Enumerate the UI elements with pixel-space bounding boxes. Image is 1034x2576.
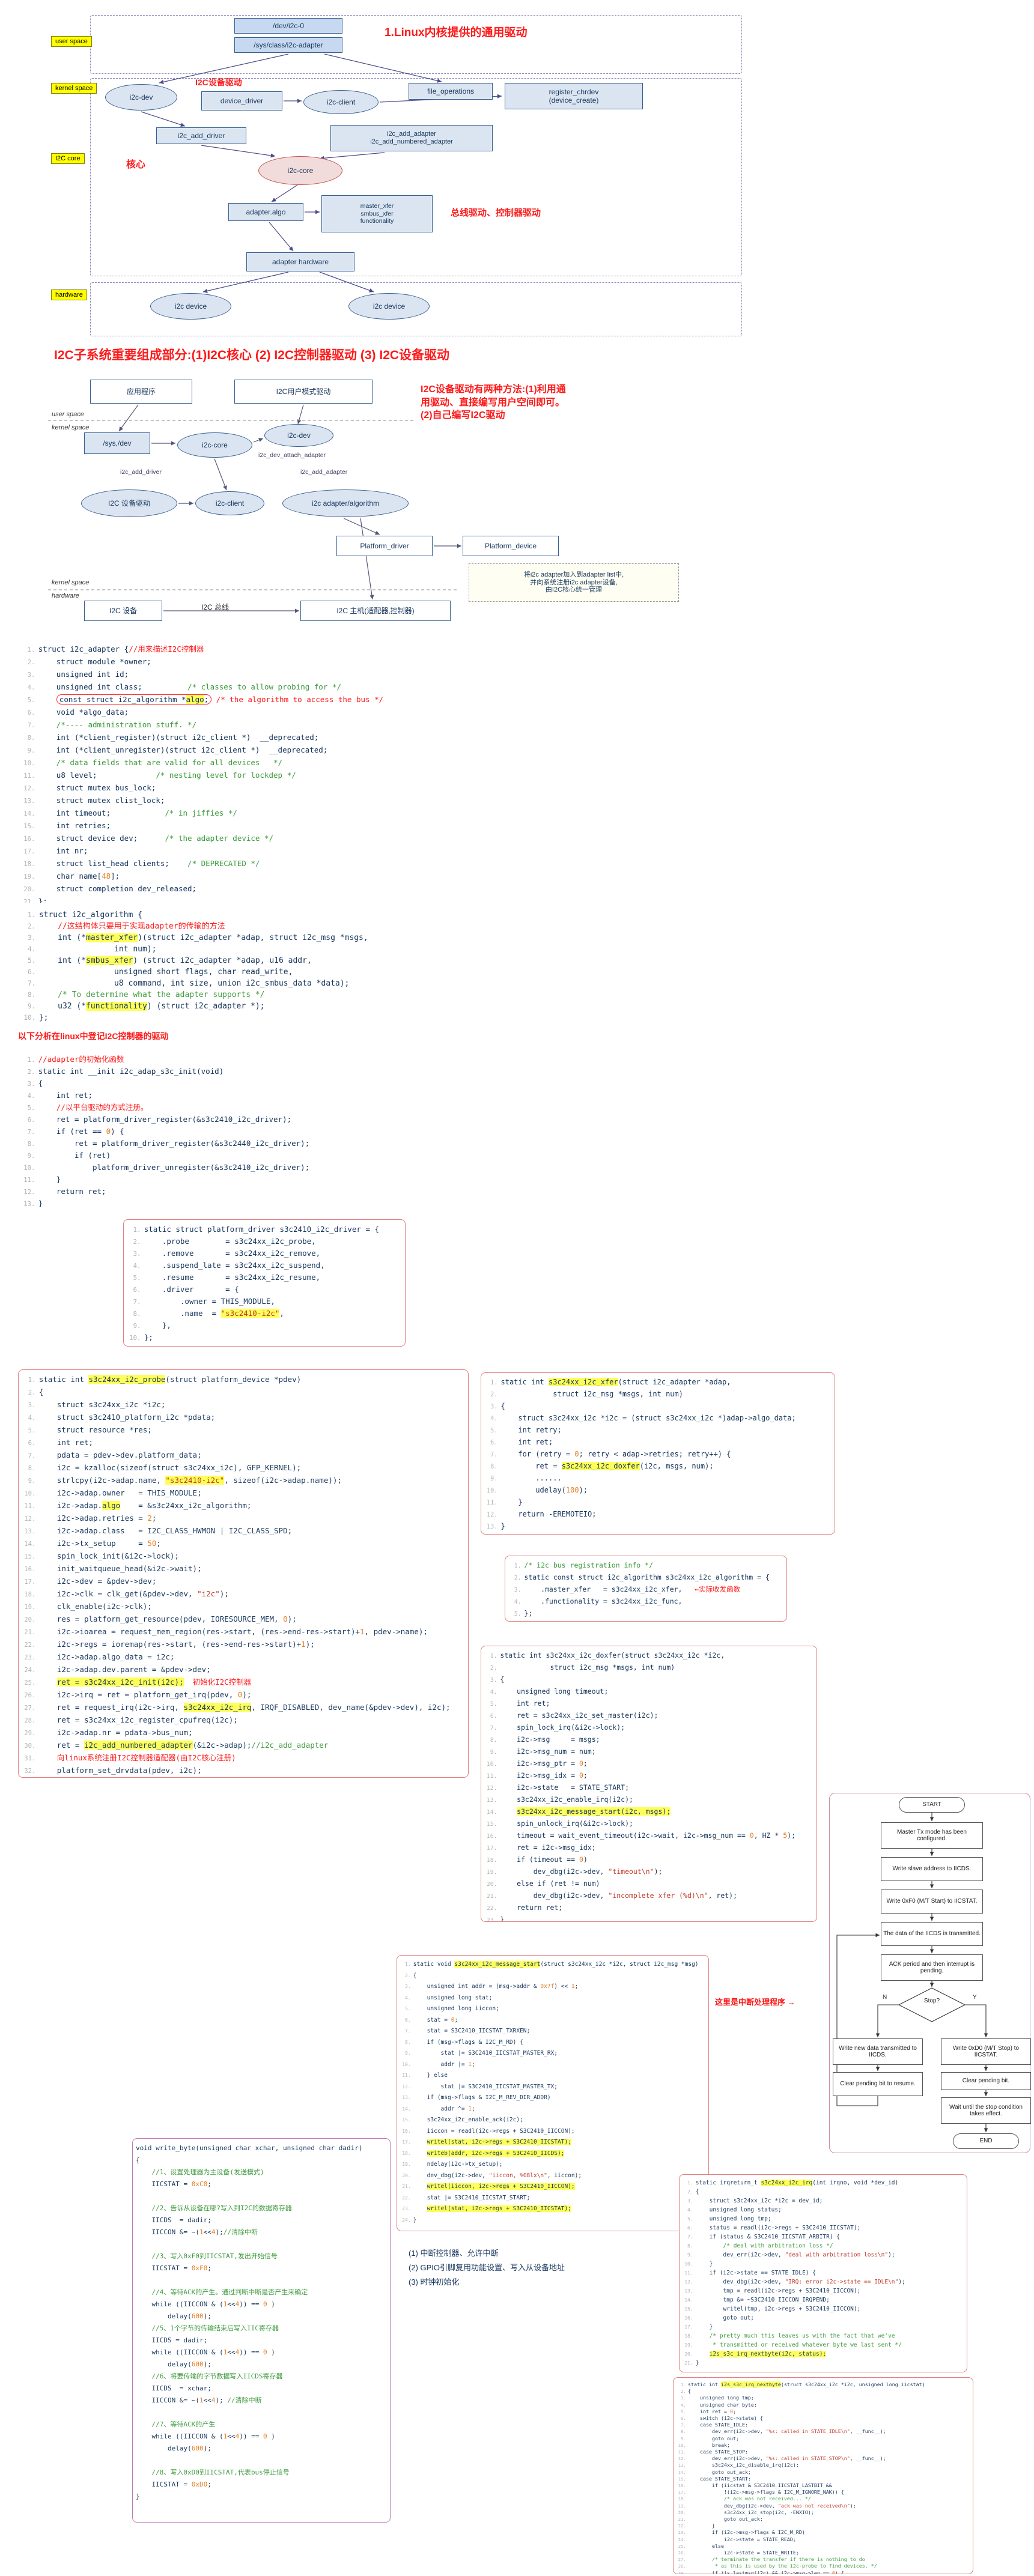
label-hardware: hardware: [52, 592, 79, 599]
annotation-generic-driver: 1.Linux内核提供的通用驱动: [385, 26, 528, 39]
tag-hardware: hardware: [51, 289, 87, 300]
i2c-client-ellipse: i2c-client: [303, 90, 379, 114]
label-i2c-add-adapter: i2c_add_adapter: [300, 468, 348, 476]
diagram1-caption: I2C子系统重要组成部分:(1)I2C核心 (2) I2C控制器驱动 (3) I…: [54, 348, 450, 362]
code-i2s-s3c-irq-nextbyte: 1.static int i2s_s3c_irq_nextbyte(struct…: [673, 2377, 973, 2574]
label-kernel-space-top: kernel space: [52, 424, 90, 431]
code-s3c24xx-i2c-probe: 1.static int s3c24xx_i2c_probe(struct pl…: [18, 1369, 469, 1778]
analysis-intro-line: 以下分析在linux中登记I2C控制器的驱动: [18, 1031, 169, 1041]
device-driver-ellipse: I2C 设备驱动: [81, 489, 177, 517]
pointer-arrow-icon: →: [787, 1998, 795, 2007]
interrupt-handler-note-text: 这里是中断处理程序: [715, 1998, 786, 2007]
message-start-notes: (1) 中断控制器、允许中断 (2) GPIO引脚复用功能设置、写入从设备地址 …: [409, 2246, 565, 2290]
adapter-algo-box: adapter.algo: [228, 203, 303, 221]
sys-dev-box: /sys,/dev: [84, 432, 150, 454]
annotation-device-driver: I2C设备驱动: [195, 77, 242, 87]
note-interrupt-controller: (1) 中断控制器、允许中断: [409, 2249, 499, 2258]
i2c-core-ellipse: i2c-core: [258, 156, 342, 185]
i2c-device-box: I2C 设备: [84, 601, 162, 621]
flow-clear-pending-resume: Clear pending bit to resume.: [833, 2072, 923, 2096]
i2c-add-adapter-box: i2c_add_adapter i2c_add_numbered_adapter: [330, 125, 493, 151]
flowchart-arrows: [836, 1813, 988, 2132]
i2c-client-ellipse-2: i2c-client: [195, 491, 264, 515]
note-clock-init: (3) 时钟初始化: [409, 2277, 460, 2287]
code-s3c24xx-i2c-irq: 1.static irqreturn_t s3c24xx_i2c_irq(int…: [679, 2174, 967, 2372]
label-i2c-dev-attach-adapter: i2c_dev_attach_adapter: [258, 452, 326, 459]
diagram-i2c-architecture: 应用程序 I2C用户模式驱动 I2C设备驱动有两种方法:(1)利用通 用驱动、直…: [48, 372, 757, 631]
flow-write-0xf0: Write 0xF0 (M/T Start) to IICSTAT.: [881, 1890, 983, 1914]
flow-write-0xd0-stop: Write 0xD0 (M/T Stop) to IICSTAT.: [941, 2038, 1031, 2065]
i2c-core-ellipse-2: i2c-core: [177, 432, 252, 458]
code-s3c24xx-i2c-message-start: 1.static void s3c24xx_i2c_message_start(…: [397, 1955, 709, 2231]
code-s3c24xx-i2c-xfer: 1.static int s3c24xx_i2c_xfer(struct i2c…: [481, 1372, 835, 1535]
file-operations-box: file_operations: [409, 83, 493, 100]
flow-write-slave-address: Write slave address to IICDS.: [881, 1857, 983, 1881]
user-mode-driver-box: I2C用户模式驱动: [234, 380, 373, 404]
diagram2-arrows: [48, 404, 461, 613]
diagram-i2c-subsystem: user space kernel space I2C core hardwar…: [48, 12, 745, 339]
hardware-region: [90, 282, 742, 336]
i2c-host-box: I2C 主机(适配器,控制器): [300, 601, 451, 621]
code-s3c24xx-i2c-doxfer: 1.static int s3c24xx_i2c_doxfer(struct s…: [481, 1646, 817, 1922]
register-chrdev-box: register_chrdev (device_create): [505, 83, 643, 109]
code-struct-i2c-algorithm: 1.struct i2c_algorithm {2. //这结构体只要用于实现a…: [18, 906, 481, 1027]
platform-device-box: Platform_device: [463, 536, 559, 556]
diagram1-arrows: [141, 53, 502, 293]
adapter-list-note-box: 将i2c adapter加入到adapter list中, 并向系统注册i2c …: [469, 563, 679, 602]
flow-clear-pending: Clear pending bit.: [941, 2072, 1031, 2090]
flow-wait-stop-condition: Wait until the stop condition takes effe…: [941, 2097, 1031, 2124]
flow-no-label: N: [883, 1994, 887, 2001]
tag-kernel-space: kernel space: [51, 83, 97, 94]
flow-end: END: [953, 2133, 1019, 2149]
flow-master-tx-configured: Master Tx mode has been configured.: [881, 1822, 983, 1849]
sysfs-box: /sys/class/i2c-adapter: [234, 37, 342, 53]
app-box: 应用程序: [90, 380, 192, 404]
kernel-space-region: [90, 78, 742, 276]
label-user-space: user space: [52, 411, 84, 418]
code-write-byte: void write_byte(unsigned char xchar, uns…: [132, 2138, 391, 2523]
i2c-dev-ellipse: i2c-dev: [105, 84, 177, 111]
tag-user-space: user space: [51, 36, 92, 47]
i2c-dev-ellipse-2: i2c-dev: [264, 424, 333, 447]
tag-i2c-core: I2C core: [51, 153, 85, 164]
flow-start: START: [899, 1797, 965, 1813]
annotation-core: 核心: [126, 160, 146, 170]
xfer-functions-box: master_xfer smbus_xfer functionality: [321, 195, 433, 232]
flow-data-transmitted: The data of the IICDS is transmitted.: [881, 1922, 983, 1946]
code-platform-driver-struct: 1.static struct platform_driver s3c2410_…: [123, 1219, 406, 1347]
adapter-hardware-box: adapter hardware: [246, 252, 354, 271]
annotation-two-methods: I2C设备驱动有两种方法:(1)利用通 用驱动、直接编写用户空间即可。 (2)自…: [421, 384, 566, 421]
adapter-algorithm-ellipse: i2c adapter/algorithm: [282, 489, 409, 517]
dev-node-box: /dev/i2c-0: [234, 18, 342, 34]
code-i2c-algorithm-struct: 1./* i2c bus registration info */2.stati…: [505, 1556, 787, 1622]
platform-driver-box: Platform_driver: [336, 536, 433, 556]
flow-yes-label: Y: [973, 1994, 977, 2001]
label-kernel-space-bottom: kernel space: [52, 579, 90, 586]
i2c-add-driver-box: i2c_add_driver: [156, 127, 246, 144]
interrupt-handler-note: 这里是中断处理程序 →: [715, 1997, 795, 2008]
note-gpio-config: (2) GPIO引脚复用功能设置、写入从设备地址: [409, 2263, 565, 2272]
i2c-device-2-ellipse: i2c device: [348, 293, 430, 320]
i2c-device-1-ellipse: i2c device: [150, 293, 231, 320]
flow-write-new-data: Write new data transmitted to IICDS.: [833, 2038, 923, 2065]
annotation-bus-driver: 总线驱动、控制器驱动: [451, 208, 541, 218]
flow-stop-decision: Stop?: [923, 1998, 940, 2004]
flow-ack-interrupt-pending: ACK period and then interrupt is pending…: [881, 1954, 983, 1981]
label-i2c-add-driver: i2c_add_driver: [120, 468, 162, 476]
i2c-transfer-flowchart: START Master Tx mode has been configured…: [829, 1793, 1031, 2153]
device-driver-box: device_driver: [201, 91, 282, 111]
label-i2c-bus: I2C 总线: [201, 603, 230, 611]
